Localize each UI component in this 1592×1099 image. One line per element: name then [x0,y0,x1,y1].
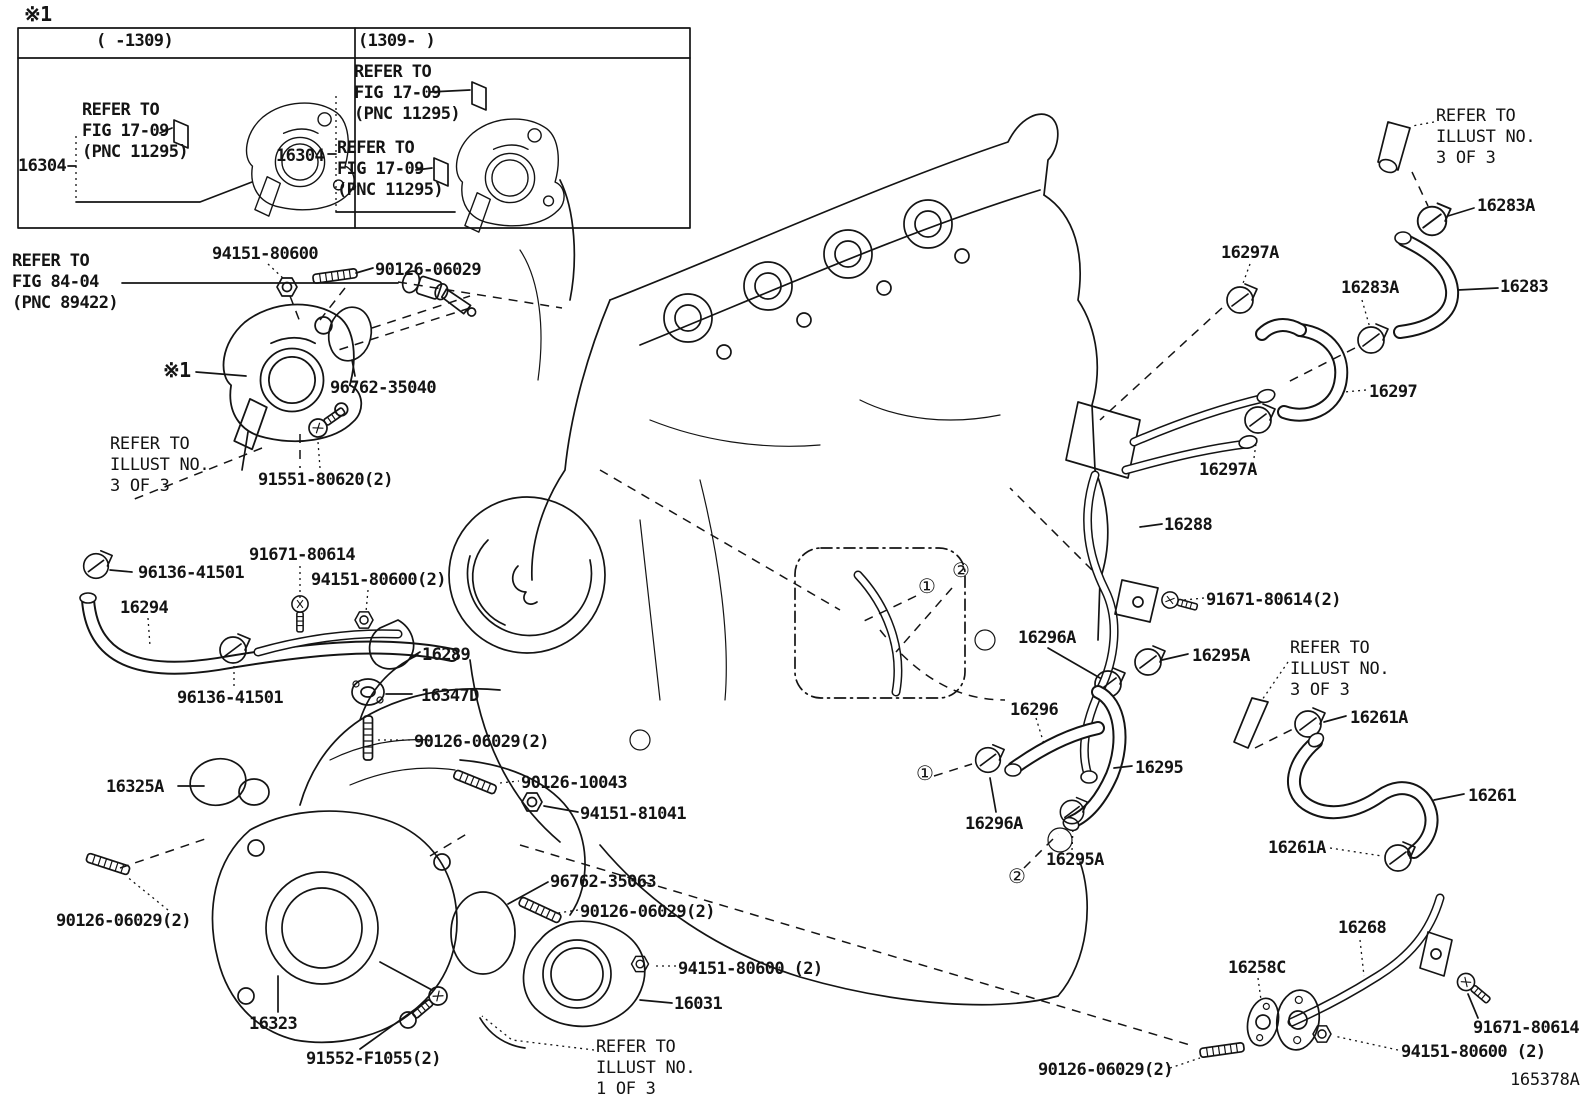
inset-right-refer-note-bottom: REFER TO FIG 17-09 (PNC 11295) [337,138,444,200]
part-label-16295: 16295 [1135,758,1184,778]
part-label-16031: 16031 [674,994,723,1014]
part-label-94151-81041: 94151-81041 [580,804,687,824]
part-label-90126-06029-e: 90126-06029(2) [1038,1060,1173,1080]
figure-code: 165378A [1510,1070,1580,1090]
heater-pipe-cluster [1065,121,1460,784]
footnote-marker-top: ※1 [24,2,52,26]
part-label-16294: 16294 [120,598,169,618]
part-label-96136-41501-a: 96136-41501 [138,563,245,583]
callout-2-parts: ② [1008,864,1026,888]
part-label-90126-06029: 90126-06029 [375,260,482,280]
part-label-16283A-b: 16283A [1341,278,1399,298]
inset-right-refer-note-top: REFER TO FIG 17-09 (PNC 11295) [354,62,461,124]
refer-note-fig-84-04: REFER TO FIG 84-04 (PNC 89422) [12,251,119,313]
refer-note-illust-1of3: REFER TO ILLUST NO. 1 OF 3 [596,1037,696,1099]
refer-note-illust-3of3-topright: REFER TO ILLUST NO. 3 OF 3 [1436,106,1536,168]
part-label-90126-06029-c: 90126-06029(2) [56,911,191,931]
refer-note-illust-3of3-left: REFER TO ILLUST NO. 3 OF 3 [110,434,210,496]
part-label-16297: 16297 [1369,382,1418,402]
part-label-94151-80600-c: 94151-80600 (2) [678,959,823,979]
part-label-96136-41501-b: 96136-41501 [177,688,284,708]
inset-header-right: (1309- ) [358,31,436,51]
part-label-16261A-b: 16261A [1268,838,1326,858]
part-label-16283A-a: 16283A [1477,196,1535,216]
part-label-16296A-b: 16296A [965,814,1023,834]
inset-right-part-16304: 16304 [276,146,325,166]
part-label-94151-80600: 94151-80600 [212,244,319,264]
part-label-91671-80614-c: 91671-80614 [1473,1018,1580,1038]
part-label-90126-06029-b: 90126-06029(2) [414,732,549,752]
part-label-16347D: 16347D [421,686,479,706]
inset-left-part-16304: 16304 [18,156,67,176]
part-label-16258C: 16258C [1228,958,1286,978]
part-label-16323: 16323 [249,1014,298,1034]
part-label-16296A-a: 16296A [1018,628,1076,648]
part-label-91671-80614-a: 91671-80614 [249,545,356,565]
part-label-16295A-b: 16295A [1046,850,1104,870]
part-label-16296: 16296 [1010,700,1059,720]
bypass-hose-16294-cluster [79,549,543,812]
part-label-94151-80600-d: 94151-80600 (2) [1401,1042,1546,1062]
part-label-16295A-a: 16295A [1192,646,1250,666]
dashed-reference-lines [119,171,1429,1046]
part-label-16283: 16283 [1500,277,1549,297]
part-label-96762-35063: 96762-35063 [550,872,657,892]
callout-2-engine: ② [952,558,970,582]
part-label-16261: 16261 [1468,786,1517,806]
part-label-91551-80620: 91551-80620(2) [258,470,393,490]
part-label-16297A-a: 16297A [1221,243,1279,263]
part-label-16261A-a: 16261A [1350,708,1408,728]
part-label-16288: 16288 [1164,515,1213,535]
leader-lines [109,121,1499,1069]
part-label-16268: 16268 [1338,918,1387,938]
part-label-91671-80614-b: 91671-80614(2) [1206,590,1341,610]
part-label-16289: 16289 [422,645,471,665]
callout-1-engine: ① [918,574,936,598]
thermostat-cluster [222,267,477,471]
inset-header-left: ( -1309) [96,31,174,51]
part-label-90126-10043: 90126-10043 [521,773,628,793]
part-label-16325A: 16325A [106,777,164,797]
part-label-96762-35040: 96762-35040 [330,378,437,398]
part-label-16297A-b: 16297A [1199,460,1257,480]
callout-1-parts: ① [916,761,934,785]
inset-box [17,27,691,233]
water-bypass-hoses [974,645,1495,1059]
refer-note-illust-3of3-midright: REFER TO ILLUST NO. 3 OF 3 [1290,638,1390,700]
inset-left-refer-note: REFER TO FIG 17-09 (PNC 11295) [82,100,189,162]
part-label-94151-80600-b: 94151-80600(2) [311,570,446,590]
footnote-marker-thermostat: ※1 [163,358,191,382]
part-label-91552-F1055: 91552-F1055(2) [306,1049,441,1069]
part-label-90126-06029-d: 90126-06029(2) [580,902,715,922]
